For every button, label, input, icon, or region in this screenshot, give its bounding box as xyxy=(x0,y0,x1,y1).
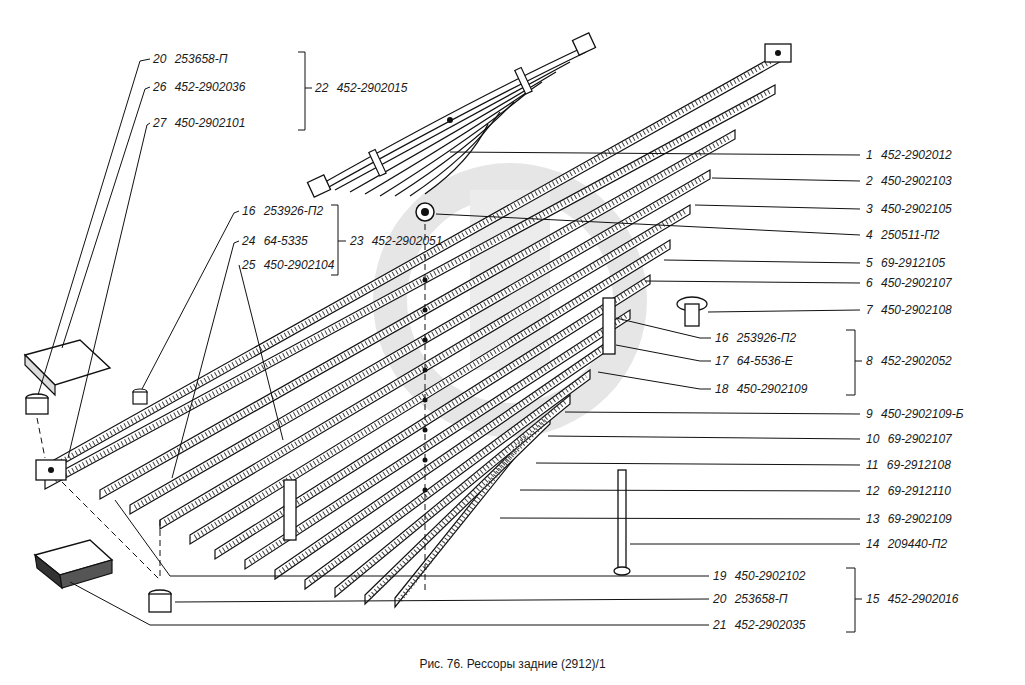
callout-label: 21 452-2902035 xyxy=(713,618,805,632)
callout-label: 4 250511-П2 xyxy=(866,228,940,242)
callout-label: 16 253926-П2 xyxy=(242,204,323,218)
callout-label: 14 209440-П2 xyxy=(866,537,947,551)
callout-label: 20 253658-П xyxy=(713,592,787,606)
callout-label: 26 452-2902036 xyxy=(153,80,245,94)
callout-label: 18 450-2902109 xyxy=(715,382,807,396)
callout-label: 10 69-2902107 xyxy=(866,432,952,446)
callout-label: 13 69-2902109 xyxy=(866,512,952,526)
callout-label: 3 450-2902105 xyxy=(866,202,952,216)
callout-label: 22 452-2902015 xyxy=(315,81,407,95)
callout-label: 19 450-2902102 xyxy=(713,569,805,583)
callout-label: 5 69-2912105 xyxy=(866,256,945,270)
callout-label: 6 450-2902107 xyxy=(866,276,952,290)
callout-label: 8 452-2902052 xyxy=(866,354,952,368)
callout-label: 17 64-5536-Е xyxy=(715,354,793,368)
callout-label: 2 450-2902103 xyxy=(866,174,952,188)
callout-label: 24 64-5335 xyxy=(242,234,308,248)
callout-label: 11 69-2912108 xyxy=(866,458,951,472)
callout-label: 20 253658-П xyxy=(153,52,227,66)
callout-label: 23 452-2902051 xyxy=(350,234,442,248)
callout-label: 15 452-2902016 xyxy=(866,592,958,606)
figure-caption: Рис. 76. Рессоры задние (2912)/1 xyxy=(0,657,1025,671)
callout-label: 1 452-2902012 xyxy=(866,148,952,162)
callout-label: 27 450-2902101 xyxy=(153,116,245,130)
callout-label: 25 450-2902104 xyxy=(242,258,334,272)
callout-label: 16 253926-П2 xyxy=(715,331,796,345)
callout-label: 7 450-2902108 xyxy=(866,303,952,317)
callout-label: 12 69-2912110 xyxy=(866,484,951,498)
callout-label: 9 450-2902109-Б xyxy=(866,407,964,421)
